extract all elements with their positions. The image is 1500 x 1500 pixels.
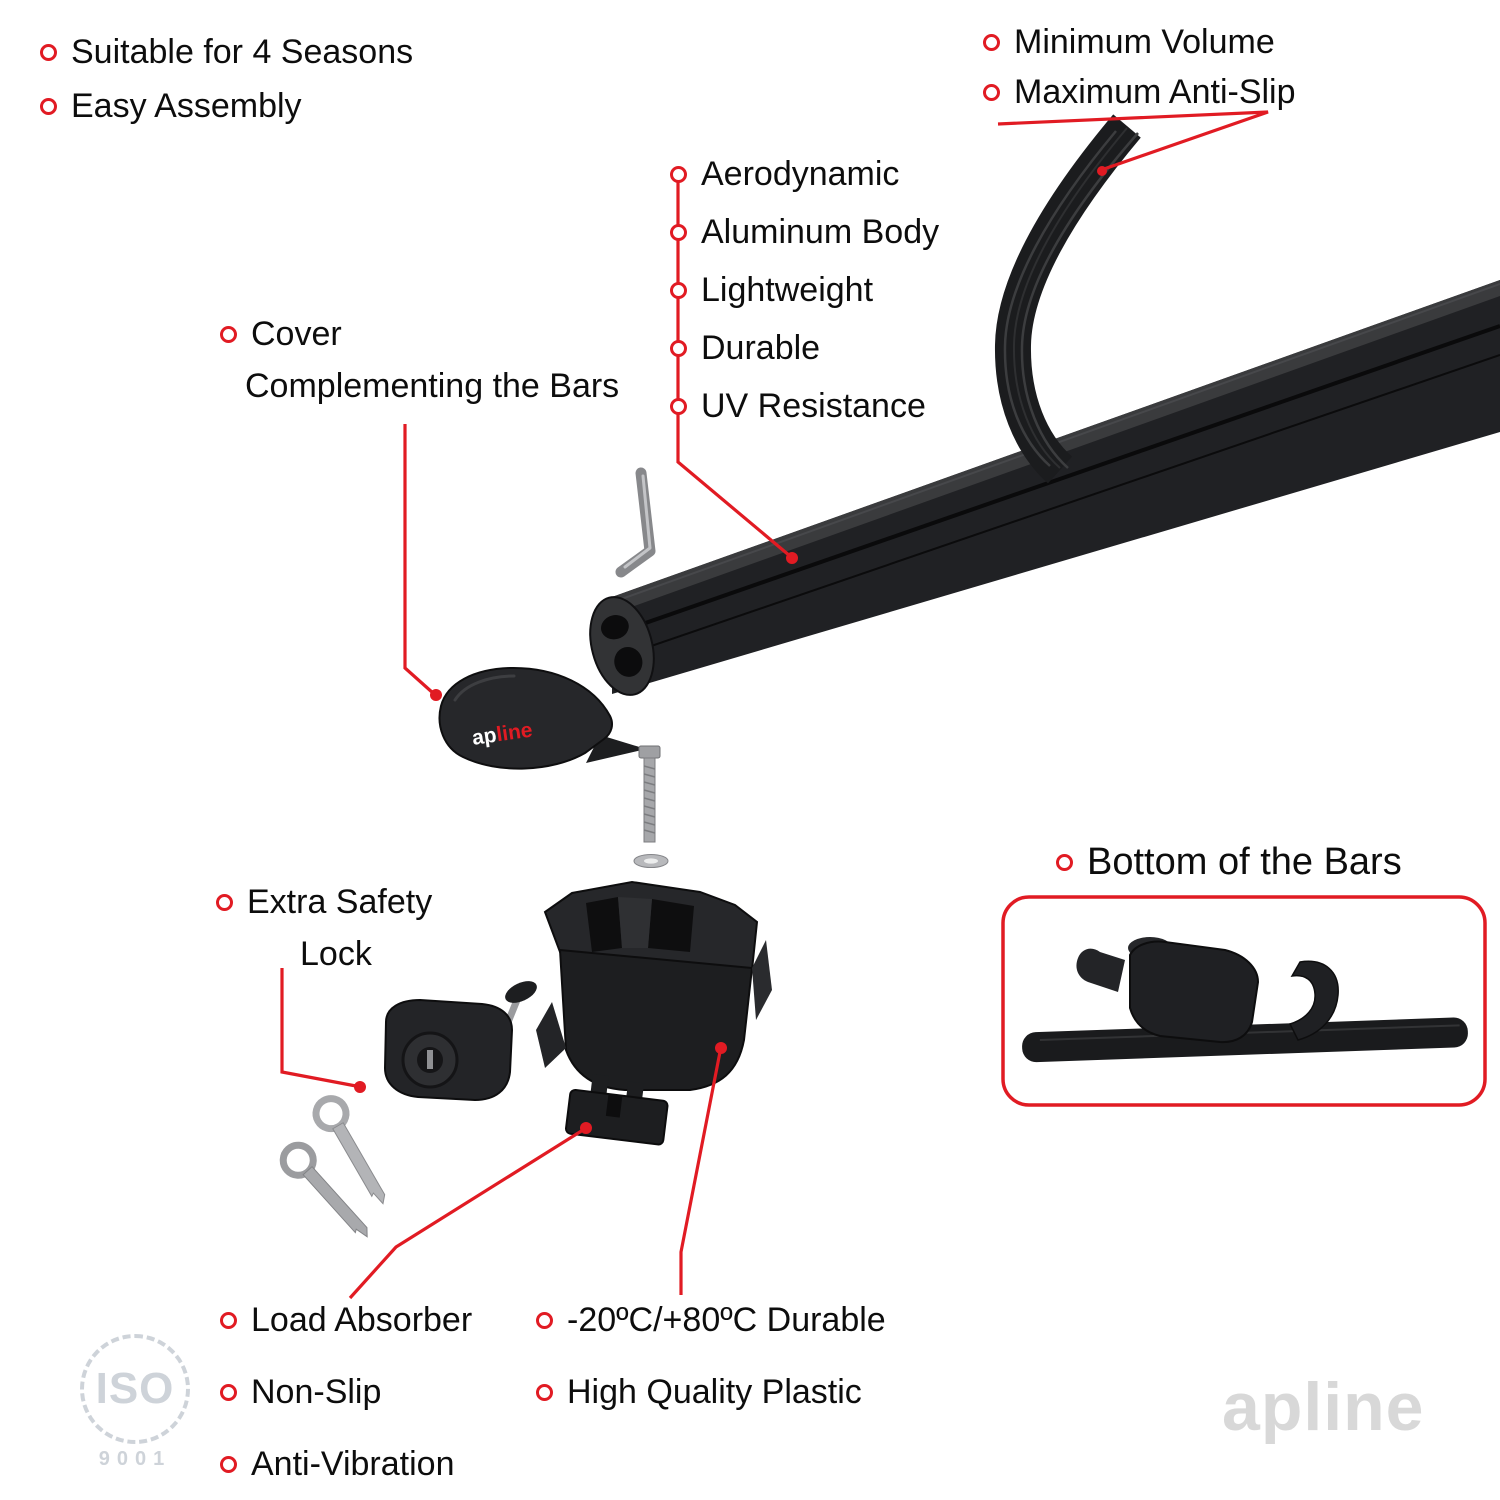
- list-item: Bottom of the Bars: [1056, 838, 1402, 886]
- list-item: Cover: [220, 312, 619, 356]
- list-item: High Quality Plastic: [536, 1370, 886, 1414]
- security-lock-illustration: [383, 981, 537, 1102]
- bottom-bars-title-label: Bottom of the Bars: [1087, 841, 1402, 883]
- list-item: Maximum Anti-Slip: [983, 70, 1296, 114]
- bullet-icon: [536, 1383, 553, 1401]
- bullet-icon: [216, 893, 233, 911]
- inset-photo: [1022, 937, 1468, 1063]
- feature-label: UV Resistance: [701, 387, 926, 425]
- feature-label: Non-Slip: [251, 1373, 382, 1411]
- list-item: Load Absorber: [220, 1298, 472, 1342]
- list-item: Extra Safety: [216, 880, 432, 924]
- brand-watermark: apline: [1222, 1369, 1425, 1445]
- leader-line-strip: [997, 110, 1269, 176]
- bullet-icon: [536, 1311, 553, 1329]
- list-item: Aluminum Body: [670, 210, 939, 254]
- bullet-icon: [983, 83, 1000, 101]
- feature-label: Durable: [701, 329, 821, 367]
- bullet-icon: [40, 43, 57, 61]
- top-right-feature-list: Minimum Volume Maximum Anti-Slip: [983, 20, 1296, 114]
- feature-label: Easy Assembly: [71, 87, 302, 125]
- bullet-icon: [220, 325, 237, 343]
- feature-label: -20ºC/+80ºC Durable: [567, 1301, 886, 1339]
- list-item: Suitable for 4 Seasons: [40, 30, 413, 74]
- leader-line-load-absorber: [348, 1122, 592, 1300]
- feature-label: Lightweight: [701, 271, 874, 309]
- feature-label: Load Absorber: [251, 1301, 473, 1339]
- leader-line-foot: [679, 1042, 727, 1295]
- iso-badge: ISO 9001: [80, 1334, 190, 1471]
- feature-label: Aerodynamic: [701, 155, 900, 193]
- leader-line-cover: [403, 424, 442, 701]
- bottom-bars-title: Bottom of the Bars: [1056, 838, 1402, 886]
- list-item: Non-Slip: [220, 1370, 472, 1414]
- list-item: Aerodynamic: [670, 152, 939, 196]
- bullet-icon: [220, 1311, 237, 1329]
- keys-icon: [279, 1095, 386, 1238]
- feature-label: Aluminum Body: [701, 213, 940, 251]
- list-item: -20ºC/+80ºC Durable: [536, 1298, 886, 1342]
- feature-label: Minimum Volume: [1014, 23, 1275, 61]
- safety-label-line2-wrap: Lock: [300, 932, 432, 976]
- feature-label: High Quality Plastic: [567, 1373, 862, 1411]
- safety-lock-label: Extra Safety Lock: [216, 880, 432, 976]
- bullet-icon: [670, 281, 687, 299]
- cover-label-line1: Cover: [251, 315, 342, 353]
- load-absorber-pad-illustration: [564, 1073, 669, 1146]
- cap-logo-part1: ap: [471, 724, 498, 750]
- bullet-icon: [670, 165, 687, 183]
- feature-label: Suitable for 4 Seasons: [71, 33, 414, 71]
- list-item: Anti-Vibration: [220, 1442, 472, 1486]
- bullet-icon: [1056, 853, 1073, 871]
- safety-label-line1: Extra Safety: [247, 883, 433, 921]
- cap-logo: apline: [471, 719, 534, 750]
- list-item: Durable: [670, 326, 939, 370]
- bottom-center-feature-list: -20ºC/+80ºC Durable High Quality Plastic: [536, 1298, 886, 1414]
- bullet-icon: [670, 339, 687, 357]
- cover-label: Cover Complementing the Bars: [220, 312, 619, 408]
- rubber-strip-illustration: [994, 114, 1141, 484]
- list-item: Easy Assembly: [40, 84, 413, 128]
- top-left-feature-list: Suitable for 4 Seasons Easy Assembly: [40, 30, 413, 128]
- list-item: Lightweight: [670, 268, 939, 312]
- bullet-icon: [670, 397, 687, 415]
- bar-end-profile: [589, 596, 655, 696]
- bullet-icon: [983, 33, 1000, 51]
- iso-text: ISO: [95, 1364, 175, 1413]
- cover-label-line2-wrap: Complementing the Bars: [245, 364, 619, 408]
- safety-label-line2: Lock: [300, 935, 372, 973]
- bullet-icon: [670, 223, 687, 241]
- list-item: Minimum Volume: [983, 20, 1296, 64]
- bullet-icon: [220, 1383, 237, 1401]
- leader-line-bar-features: [676, 168, 798, 564]
- allen-key-icon: [615, 467, 656, 578]
- feature-label: Maximum Anti-Slip: [1014, 73, 1296, 111]
- bottom-left-feature-list: Load Absorber Non-Slip Anti-Vibration: [220, 1298, 472, 1486]
- bolt-icon: [638, 745, 661, 843]
- leader-line-lock: [280, 968, 366, 1093]
- bullet-icon: [40, 97, 57, 115]
- bullet-icon: [220, 1455, 237, 1473]
- cover-label-line2: Complementing the Bars: [245, 367, 620, 405]
- feature-label: Anti-Vibration: [251, 1445, 455, 1483]
- bottom-bars-panel: [1001, 895, 1487, 1107]
- mounting-foot-illustration: [536, 880, 772, 1091]
- list-item: UV Resistance: [670, 384, 939, 428]
- bar-feature-list: Aerodynamic Aluminum Body Lightweight Du…: [670, 152, 939, 428]
- washer-icon: [633, 854, 669, 868]
- iso-ring: ISO: [80, 1334, 190, 1444]
- cap-logo-part2: line: [495, 719, 534, 747]
- iso-number: 9001: [98, 1448, 172, 1470]
- end-cap-cover-illustration: apline: [438, 666, 646, 770]
